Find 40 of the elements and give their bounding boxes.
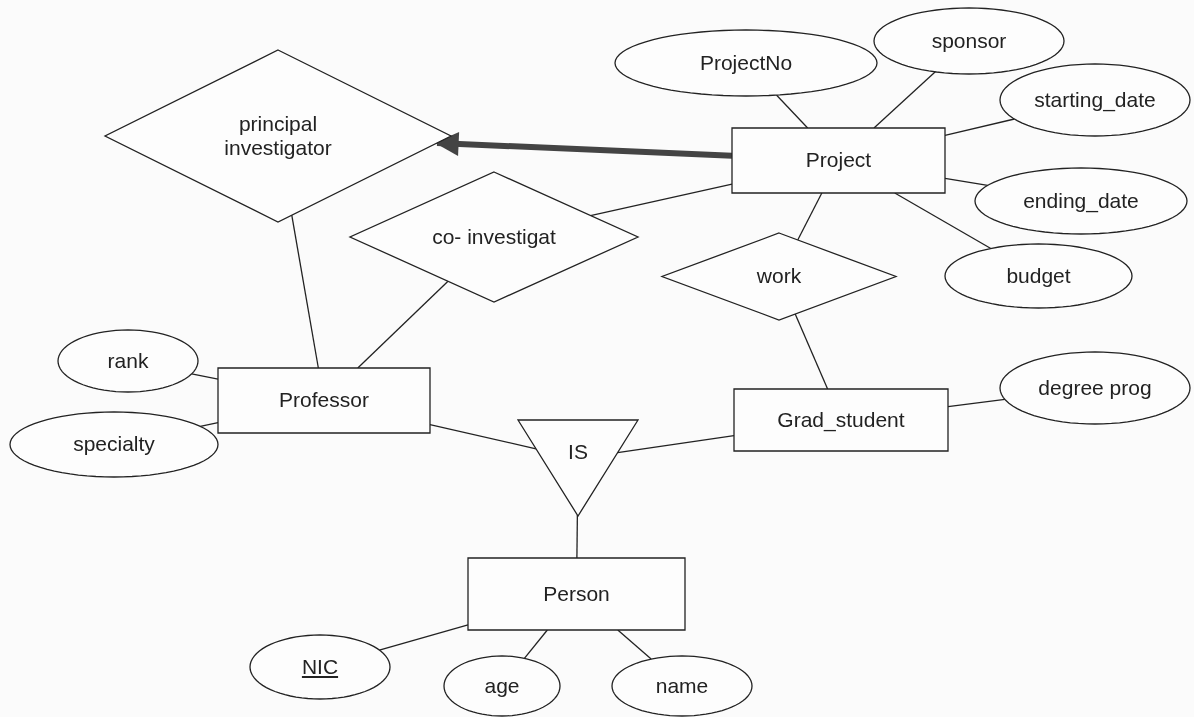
relationship-diamond [350, 172, 638, 302]
label-text: Grad_student [777, 407, 905, 433]
relationship-diamond [662, 233, 896, 320]
entity-rectangle [218, 368, 430, 433]
entity-rectangle [732, 128, 945, 193]
label-text: Professor [279, 388, 369, 413]
connector-line [617, 629, 652, 660]
connector-line [523, 629, 548, 659]
entity-rectangle [734, 389, 948, 451]
label-text: rank [107, 348, 149, 374]
isa-triangle [518, 420, 638, 516]
connector-line [191, 373, 219, 380]
label-text: work [756, 264, 802, 289]
label-text: IS [568, 440, 588, 465]
connector-line [775, 94, 809, 129]
connector-line [199, 422, 219, 428]
label-text: Person [543, 581, 610, 607]
label-text: principal investigator [223, 111, 333, 161]
label-text: sponsor [931, 28, 1007, 54]
connector-line [576, 514, 578, 559]
connector-line [291, 214, 319, 369]
label-text: ending_date [1023, 188, 1139, 214]
entity-rectangle [468, 558, 685, 630]
connector-line [894, 192, 992, 250]
arrow [434, 131, 733, 159]
label-text: co- investigat [432, 224, 556, 250]
connector-line [357, 280, 449, 369]
label-text: name [655, 673, 709, 699]
label-text: starting_date [1034, 87, 1156, 113]
connector-line [797, 192, 823, 241]
label-text: age [484, 673, 520, 699]
label-text: Project [805, 148, 872, 173]
label-text: NIC [301, 654, 339, 680]
label-text: degree prog [1038, 375, 1152, 401]
connector-line [873, 71, 936, 129]
label-text: budget [1006, 263, 1071, 289]
connector-line [794, 313, 829, 390]
relationship-diamond [105, 50, 451, 222]
label-text: ProjectNo [699, 50, 793, 76]
label-text: specialty [73, 432, 155, 457]
